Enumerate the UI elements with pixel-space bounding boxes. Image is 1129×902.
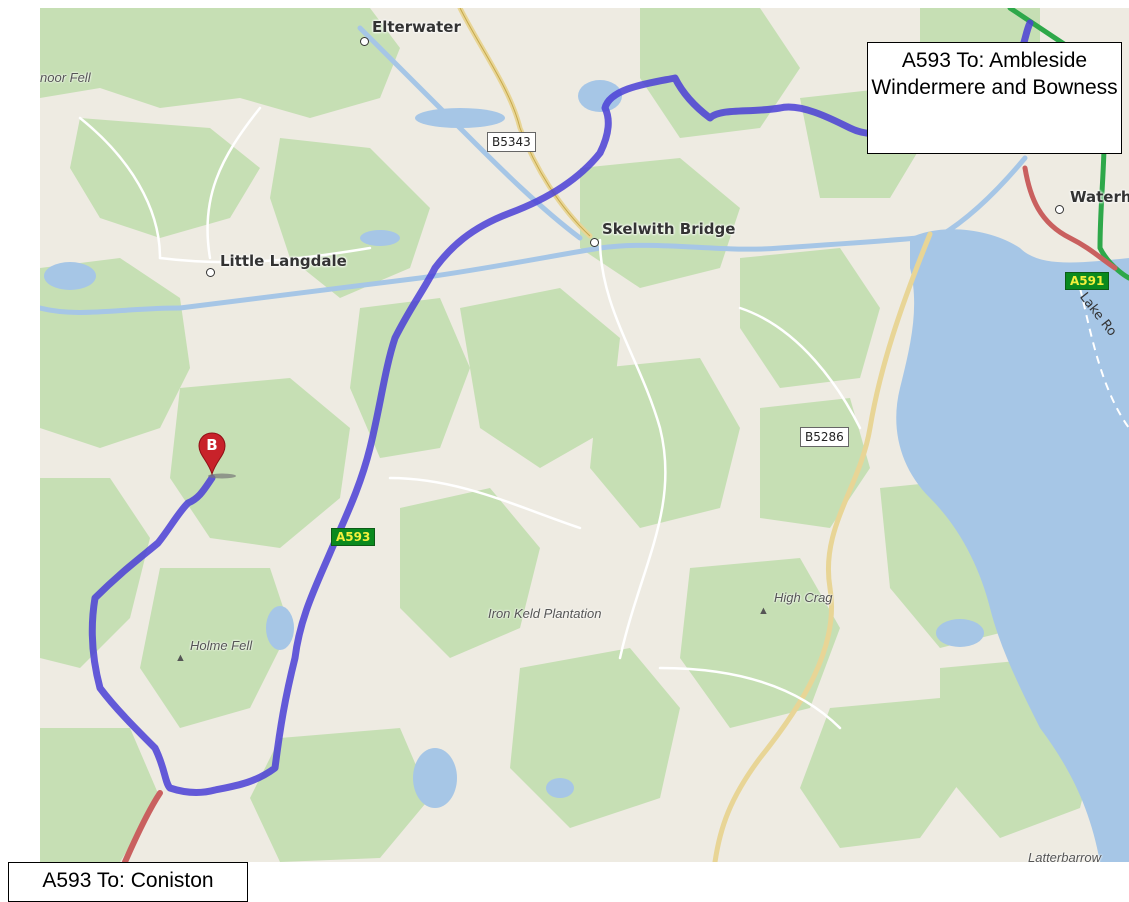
callout-coniston-text: A593 To: Coniston [42,869,214,892]
place-skelwith-bridge: Skelwith Bridge [602,220,736,238]
minor-roads [78,106,862,730]
rivers [40,25,1028,315]
road-shield-b5343: B5343 [487,132,536,152]
feature-holme-fell: Holme Fell [190,638,253,653]
holme-fell-peak-icon: ▲ [175,652,186,664]
a-road-southwest [122,790,163,862]
road-shield-a591: A591 [1065,272,1110,290]
road-shield-b5286: B5286 [800,427,849,447]
marker-label: B [206,436,218,454]
high-crag-peak-icon: ▲ [758,605,769,617]
route-line [88,19,1034,796]
waterhead-dot [1055,205,1064,214]
place-waterhead: Waterh [1070,188,1129,206]
feature-moor-fell: noor Fell [40,70,91,85]
feature-high-crag: High Crag [774,590,833,605]
callout-ambleside: A593 To: Ambleside Windermere and Bownes… [867,42,1122,154]
feature-iron-keld: Iron Keld Plantation [488,606,602,621]
callout-ambleside-text: A593 To: Ambleside Windermere and Bownes… [871,49,1118,100]
b-road-outline [459,8,591,237]
map-pin-icon [198,432,236,479]
elterwater-dot [360,37,369,46]
skelwith-bridge-dot [590,238,599,247]
road-shield-a593: A593 [331,528,376,546]
forest-areas [40,8,1100,862]
water-bodies [44,80,1129,862]
lake-dashed-road [1079,287,1129,429]
place-elterwater: Elterwater [372,18,461,36]
callout-coniston: A593 To: Coniston [8,862,248,902]
little-langdale-dot [206,268,215,277]
feature-latterbarrow: Latterbarrow [1028,850,1101,862]
place-little-langdale: Little Langdale [220,252,347,270]
